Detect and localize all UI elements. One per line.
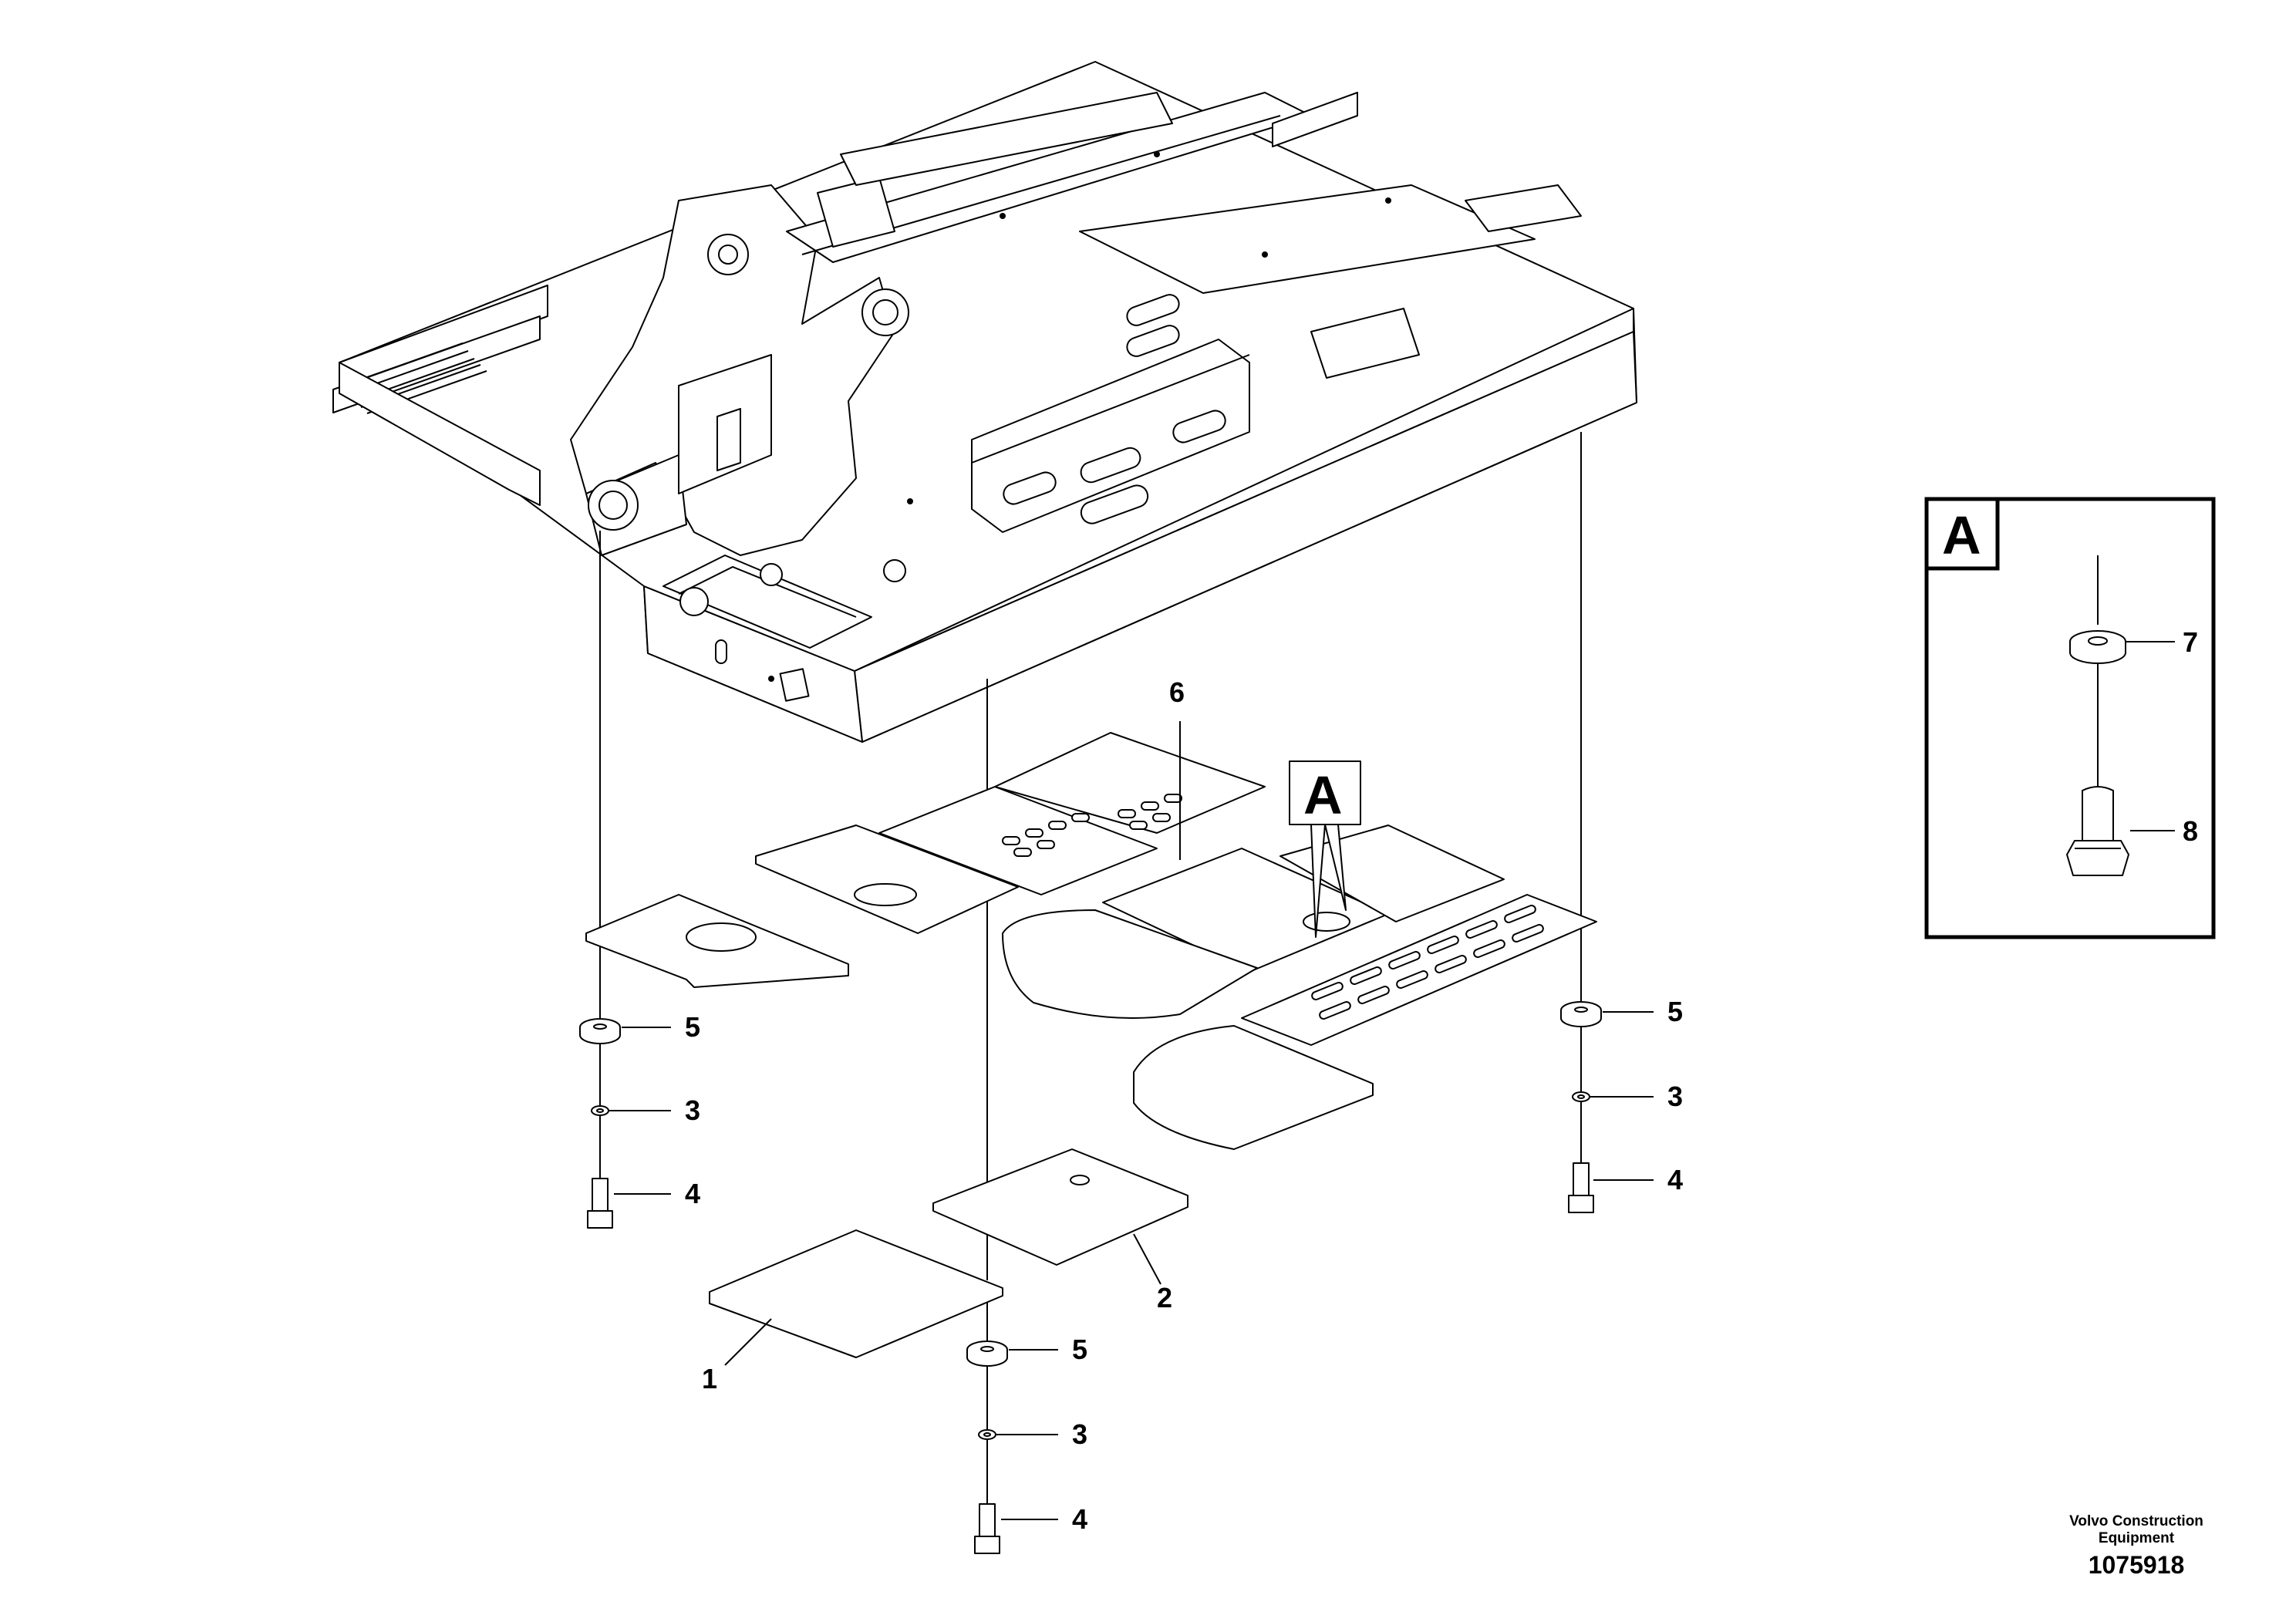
callout-4-right: 4 (1667, 1164, 1683, 1195)
detail-view-a: A 7 8 (1924, 497, 2216, 939)
detail-view-label: A (1942, 505, 1981, 565)
callout-7: 7 (2183, 626, 2198, 658)
bolt-4-center (974, 1503, 1000, 1554)
callout-4-left: 4 (685, 1178, 700, 1209)
lock-washer-3-left (591, 1105, 609, 1116)
bolt-4-left (587, 1178, 613, 1229)
callout-6: 6 (1169, 676, 1185, 708)
callout-5-right: 5 (1667, 996, 1683, 1027)
callout-3-right: 3 (1667, 1081, 1683, 1112)
publisher-label: Volvo Construction Equipment (2069, 1513, 2203, 1546)
document-number: 1075918 (2088, 1551, 2185, 1579)
callout-8: 8 (2183, 815, 2198, 847)
callout-5-left: 5 (685, 1011, 700, 1043)
callout-1: 1 (702, 1363, 717, 1394)
washer-5-center (966, 1340, 1008, 1367)
callout-3-left: 3 (685, 1094, 700, 1126)
callout-leaders (609, 555, 2175, 1520)
under-covers (585, 732, 1597, 1358)
lock-washer-3-right (1572, 1091, 1590, 1102)
assembly-leader-lines (599, 432, 1582, 1535)
view-a-pointer: A (1289, 760, 1361, 938)
callout-3-center: 3 (1072, 1418, 1087, 1450)
bolt-4-right (1568, 1162, 1594, 1213)
bolt-8 (2066, 786, 2129, 876)
lock-washer-3-center (978, 1429, 996, 1440)
upper-frame (332, 61, 1637, 743)
washer-7 (2069, 630, 2126, 664)
callout-2: 2 (1157, 1282, 1172, 1313)
callout-5-center: 5 (1072, 1334, 1087, 1365)
washer-5-right (1560, 1001, 1602, 1027)
washer-5-left (579, 1018, 621, 1044)
view-a-pointer-label: A (1303, 765, 1343, 825)
callout-4-center: 4 (1072, 1503, 1087, 1535)
